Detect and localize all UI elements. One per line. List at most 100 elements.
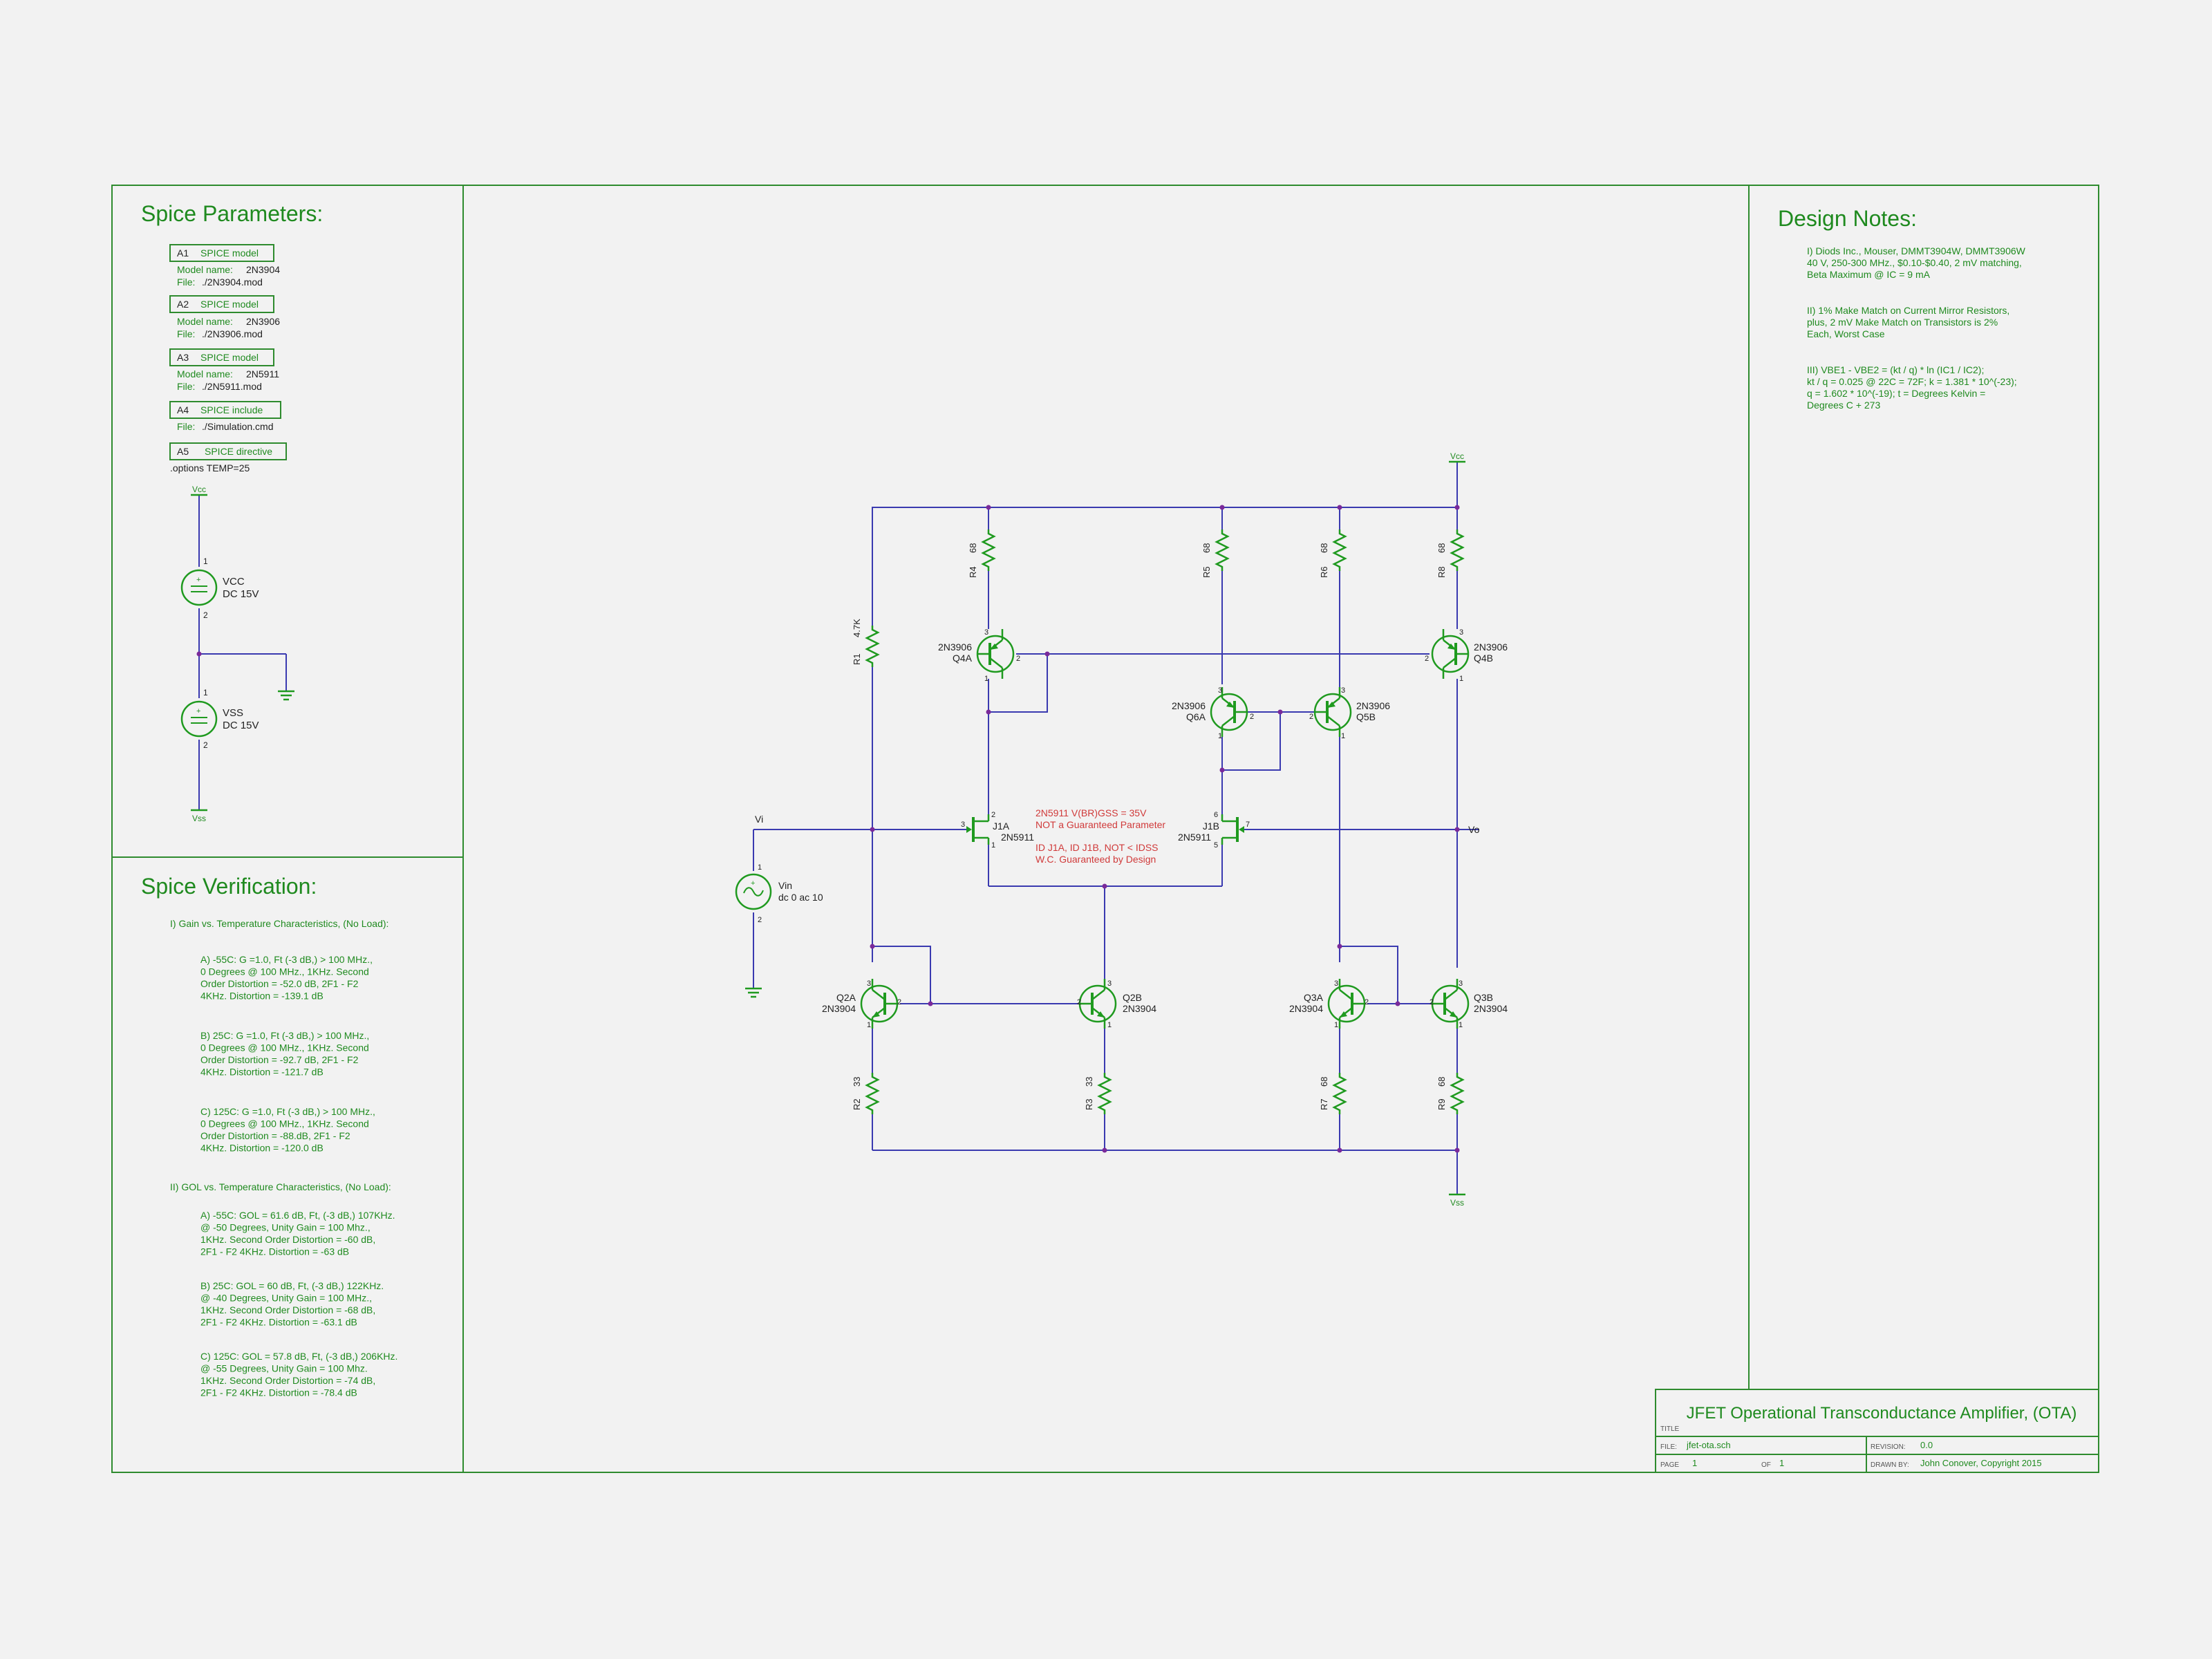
resistor-value: 4.7K xyxy=(852,619,862,637)
note-line: 2F1 - F2 4KHz. Distortion = -63 dB xyxy=(200,1246,349,1257)
vss-value: DC 15V xyxy=(223,720,259,731)
note-line: 2F1 - F2 4KHz. Distortion = -63.1 dB xyxy=(200,1317,357,1328)
model-ref: A1 xyxy=(177,247,189,259)
svg-text:3: 3 xyxy=(867,980,871,988)
resistor-r9 xyxy=(1450,1071,1464,1116)
resistor-id: R5 xyxy=(1201,566,1212,578)
note-line: Degrees C + 273 xyxy=(1807,400,1880,411)
resistor-value: 68 xyxy=(1319,543,1329,553)
drawn-by-label: DRAWN BY: xyxy=(1871,1461,1909,1469)
model-value: 2N3906 xyxy=(246,316,280,327)
model-kind: SPICE model xyxy=(200,247,259,259)
vss-source xyxy=(180,700,218,738)
svg-text:1: 1 xyxy=(1341,732,1345,740)
resistor-id: R9 xyxy=(1436,1098,1447,1110)
jfet-design-notes: 2N5911 V(BR)GSS = 35V NOT a Guaranteed P… xyxy=(1035,807,1165,865)
note-line: II) 1% Make Match on Current Mirror Resi… xyxy=(1807,305,2009,316)
resistor-id: R3 xyxy=(1084,1098,1094,1110)
note-line: A) -55C: GOL = 61.6 dB, Ft, (-3 dB,) 107… xyxy=(200,1210,395,1221)
of-label: OF xyxy=(1761,1461,1771,1469)
transistor-q3b xyxy=(1431,977,1470,1030)
svg-text:5: 5 xyxy=(1214,841,1218,850)
transistor-id: Q2A xyxy=(836,992,856,1003)
resistor-r6 xyxy=(1333,528,1347,572)
svg-text:2: 2 xyxy=(897,998,901,1006)
svg-text:1: 1 xyxy=(1459,675,1463,683)
note-line: 0 Degrees @ 100 MHz., 1KHz. Second xyxy=(200,1042,369,1053)
resistor-id: R4 xyxy=(968,566,978,578)
model-label: Model name: xyxy=(177,264,233,275)
svg-text:1: 1 xyxy=(1334,1021,1338,1029)
model-kind: SPICE directive xyxy=(205,446,272,457)
note-line: @ -40 Degrees, Unity Gain = 100 MHz., xyxy=(200,1293,372,1304)
note-line: B) 25C: G =1.0, Ft (-3 dB,) > 100 MHz., xyxy=(200,1030,369,1041)
transistor-id: Q3B xyxy=(1474,992,1493,1003)
resistor-value: 68 xyxy=(968,543,978,553)
resistor-r5 xyxy=(1215,528,1229,572)
note-line: 40 V, 250-300 MHz., $0.10-$0.40, 2 mV ma… xyxy=(1807,257,2022,268)
model-label: Model name: xyxy=(177,368,233,379)
transistor-part: 2N3906 xyxy=(1172,700,1206,711)
ground-icon xyxy=(278,690,294,701)
input-source-vin xyxy=(735,873,772,910)
transistor-part: 2N3906 xyxy=(938,641,972,653)
plus-sign: + xyxy=(196,707,200,715)
svg-text:1: 1 xyxy=(1218,732,1222,740)
resistor-id: R6 xyxy=(1319,566,1329,578)
verification-section-heading: II) GOL vs. Temperature Characteristics,… xyxy=(170,1181,391,1192)
transistor-id: Q4B xyxy=(1474,653,1493,664)
transistor-part: 2N3906 xyxy=(1356,700,1390,711)
page-label: PAGE xyxy=(1660,1461,1679,1469)
resistor-id: R7 xyxy=(1319,1098,1329,1110)
note-line: 1KHz. Second Order Distortion = -74 dB, xyxy=(200,1375,375,1386)
resistor-r3 xyxy=(1098,1071,1112,1116)
vcc-rail-label: Vcc xyxy=(192,485,206,494)
pin-numbers: 3 2 1 3 2 1 3 2 1 3 2 1 3 2 1 3 2 1 3 2 … xyxy=(751,628,1463,1029)
design-notes-panel: Design Notes: I) Diods Inc., Mouser, DMM… xyxy=(1778,206,2026,411)
spice-parameters-panel: Spice Parameters: A1 SPICE model Model n… xyxy=(141,201,323,823)
transistor-part: 2N3904 xyxy=(822,1003,856,1014)
note-line: 1KHz. Second Order Distortion = -68 dB, xyxy=(200,1304,375,1315)
model-kind: SPICE include xyxy=(200,404,263,415)
spice-parameters-title: Spice Parameters: xyxy=(141,201,323,226)
resistor-value: 33 xyxy=(1084,1077,1094,1087)
note-line: 0 Degrees @ 100 MHz., 1KHz. Second xyxy=(200,1118,369,1130)
resistor-id: R1 xyxy=(852,653,862,665)
supply-sources: Vcc Vss 1 2 1 2 + + VCC DC 15V VSS DC 15… xyxy=(180,485,294,823)
svg-text:1: 1 xyxy=(758,863,762,872)
note-line: B) 25C: GOL = 60 dB, Ft, (-3 dB,) 122KHz… xyxy=(200,1280,384,1291)
svg-text:7: 7 xyxy=(1246,821,1250,829)
svg-text:3: 3 xyxy=(1459,980,1463,988)
jfet-id: J1A xyxy=(993,821,1010,832)
svg-text:6: 6 xyxy=(1214,811,1218,819)
model-ref: A2 xyxy=(177,299,189,310)
transistor-id: Q5B xyxy=(1356,711,1376,722)
note-line: 4KHz. Distortion = -139.1 dB xyxy=(200,991,324,1002)
net-label-vo: Vo xyxy=(1468,824,1480,835)
transistor-part: 2N3904 xyxy=(1474,1003,1508,1014)
transistor-id: Q4A xyxy=(953,653,973,664)
pin-number: 2 xyxy=(203,610,208,620)
note-line: @ -50 Degrees, Unity Gain = 100 Mhz., xyxy=(200,1222,371,1233)
svg-text:ID J1A, ID J1B, NOT < IDSS: ID J1A, ID J1B, NOT < IDSS xyxy=(1035,842,1159,853)
title-block: JFET Operational Transconductance Amplif… xyxy=(1660,1404,2077,1469)
model-ref: A3 xyxy=(177,352,189,363)
model-ref: A5 xyxy=(177,446,189,457)
resistor-value: 68 xyxy=(1201,543,1212,553)
svg-text:3: 3 xyxy=(1107,980,1112,988)
junctions xyxy=(870,505,1460,1153)
ground-icon xyxy=(745,987,762,998)
resistor-id: R2 xyxy=(852,1098,862,1110)
verification-group: A) -55C: G =1.0, Ft (-3 dB,) > 100 MHz.,… xyxy=(200,954,375,1154)
design-notes-list: I) Diods Inc., Mouser, DMMT3904W, DMMT39… xyxy=(1807,245,2026,411)
transistor-id: Q3A xyxy=(1304,992,1324,1003)
vss-name: VSS xyxy=(223,707,243,719)
note-line: kt / q = 0.025 @ 22C = 72F; k = 1.381 * … xyxy=(1807,376,2017,387)
model-kind: SPICE model xyxy=(200,299,259,310)
model-ref: A4 xyxy=(177,404,189,415)
transistor-part: 2N3906 xyxy=(1474,641,1508,653)
model-value: ./2N3904.mod xyxy=(202,276,263,288)
revision-value: 0.0 xyxy=(1920,1440,1933,1450)
jfet-j1a xyxy=(965,813,990,846)
